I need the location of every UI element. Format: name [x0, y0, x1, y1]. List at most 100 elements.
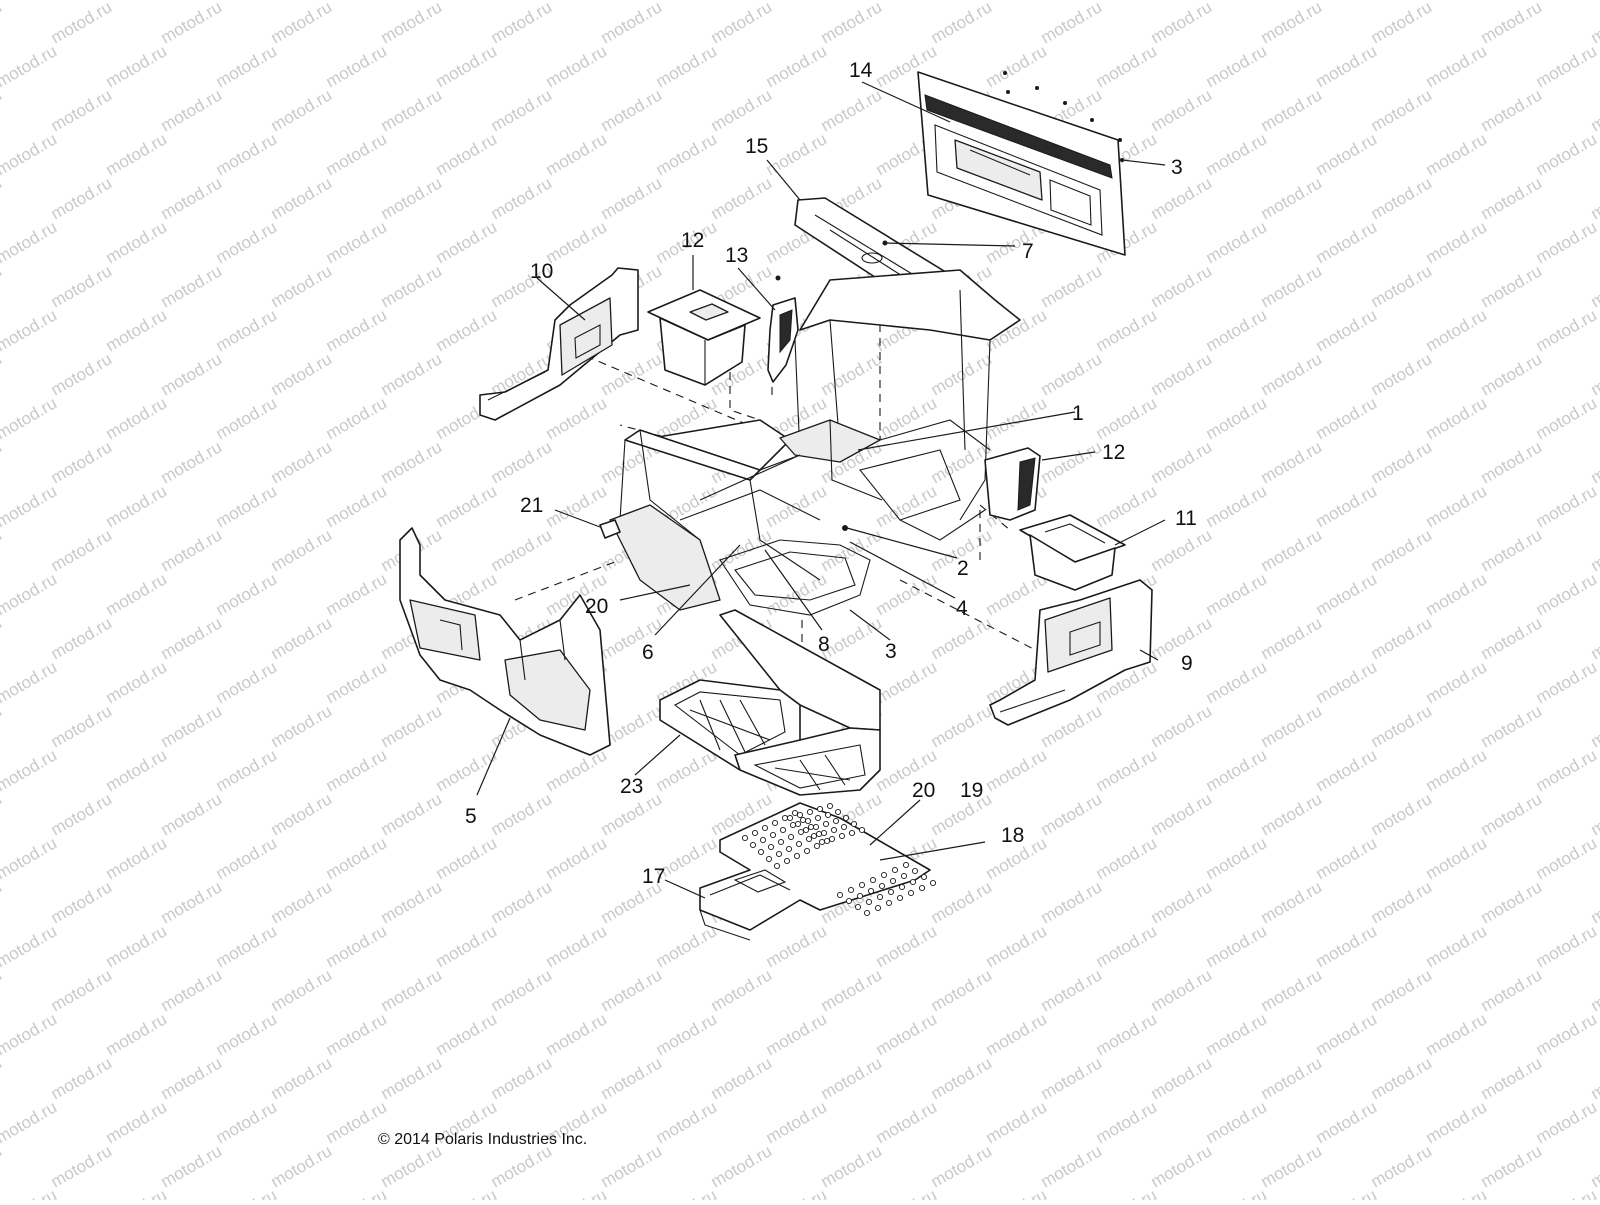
watermark-text: motod.ru	[653, 129, 721, 179]
skid-plate-hole	[888, 889, 893, 894]
skid-plate-hole	[835, 809, 840, 814]
watermark-text: motod.ru	[268, 525, 336, 575]
watermark-text: motod.ru	[1038, 877, 1106, 927]
watermark-text: motod.ru	[213, 745, 281, 795]
watermark-text: motod.ru	[488, 789, 556, 839]
watermark-text: motod.ru	[268, 0, 336, 47]
watermark-text: motod.ru	[1478, 525, 1546, 575]
watermark-text: motod.ru	[1478, 173, 1546, 223]
watermark-text: motod.ru	[1533, 217, 1600, 267]
watermark-text: motod.ru	[0, 41, 60, 91]
skid-plate-hole	[849, 830, 854, 835]
watermark-text: motod.ru	[1148, 261, 1216, 311]
skid-plate-hole	[892, 867, 897, 872]
watermark-text: motod.ru	[1203, 481, 1271, 531]
watermark-text: motod.ru	[48, 173, 116, 223]
watermark-text: motod.ru	[1423, 129, 1491, 179]
watermark-text: motod.ru	[0, 657, 60, 707]
callout-10: 10	[530, 260, 553, 283]
skid-plate-hole	[879, 883, 884, 888]
skid-plate-hole	[787, 815, 792, 820]
watermark-text: motod.ru	[598, 613, 666, 663]
watermark-text: motod.ru	[1038, 1141, 1106, 1191]
watermark-text: motod.ru	[103, 1185, 171, 1200]
watermark-text: motod.ru	[323, 217, 391, 267]
watermark-text: motod.ru	[1588, 965, 1600, 1015]
watermark-text: motod.ru	[1423, 481, 1491, 531]
watermark-text: motod.ru	[763, 41, 831, 91]
callout-20: 20	[912, 779, 935, 802]
callout-5: 5	[465, 805, 477, 828]
watermark-text: motod.ru	[1038, 0, 1106, 47]
watermark-text: motod.ru	[1588, 1141, 1600, 1191]
skid-plate-hole	[821, 830, 826, 835]
watermark-text: motod.ru	[1533, 305, 1600, 355]
skid-plate-hole	[910, 879, 915, 884]
watermark-text: motod.ru	[213, 1009, 281, 1059]
watermark-text: motod.ru	[1148, 0, 1216, 47]
watermark-text: motod.ru	[818, 1053, 886, 1103]
watermark-text: motod.ru	[1313, 1097, 1381, 1147]
watermark-text: motod.ru	[1423, 657, 1491, 707]
watermark-text: motod.ru	[928, 0, 996, 47]
watermark-text: motod.ru	[0, 481, 60, 531]
watermark-text: motod.ru	[653, 0, 721, 3]
skid-plate-hole	[829, 836, 834, 841]
watermark-text: motod.ru	[873, 1185, 941, 1200]
watermark-text: motod.ru	[0, 173, 5, 223]
skid-plate-hole	[817, 806, 822, 811]
watermark-text: motod.ru	[0, 569, 60, 619]
watermark-text: motod.ru	[488, 1053, 556, 1103]
watermark-text: motod.ru	[983, 41, 1051, 91]
watermark-text: motod.ru	[928, 349, 996, 399]
skid-plate-hole	[790, 822, 795, 827]
skid-plate-hole	[908, 890, 913, 895]
watermark-text: motod.ru	[0, 437, 5, 487]
skid-plate-hole	[770, 832, 775, 837]
watermark-text: motod.ru	[1203, 129, 1271, 179]
skid-plate-hole	[921, 874, 926, 879]
skid-plate-hole	[803, 827, 808, 832]
watermark-text: motod.ru	[268, 437, 336, 487]
watermark-text: motod.ru	[1093, 921, 1161, 971]
watermark-text: motod.ru	[818, 965, 886, 1015]
watermark-text: motod.ru	[268, 349, 336, 399]
watermark-text: motod.ru	[323, 305, 391, 355]
watermark-text: motod.ru	[1533, 129, 1600, 179]
watermark-text: motod.ru	[1313, 0, 1381, 3]
watermark-text: motod.ru	[1533, 921, 1600, 971]
watermark-text: motod.ru	[1588, 613, 1600, 663]
watermark-text: motod.ru	[1368, 877, 1436, 927]
watermark-text: motod.ru	[543, 921, 611, 971]
watermark-text: motod.ru	[1313, 1185, 1381, 1200]
watermark-text: motod.ru	[433, 833, 501, 883]
watermark-text: motod.ru	[1313, 305, 1381, 355]
watermark-text: motod.ru	[1423, 0, 1491, 3]
watermark-text: motod.ru	[1038, 965, 1106, 1015]
watermark-text: motod.ru	[653, 1185, 721, 1200]
watermark-text: motod.ru	[598, 1141, 666, 1191]
watermark-text: motod.ru	[818, 349, 886, 399]
watermark-text: motod.ru	[323, 657, 391, 707]
watermark-text: motod.ru	[213, 833, 281, 883]
watermark-text: motod.ru	[433, 481, 501, 531]
watermark-text: motod.ru	[1368, 525, 1436, 575]
watermark-text: motod.ru	[1093, 0, 1161, 3]
skid-plate-hole	[804, 848, 809, 853]
callout-2: 2	[957, 557, 969, 580]
watermark-text: motod.ru	[928, 877, 996, 927]
watermark-text: motod.ru	[818, 1141, 886, 1191]
watermark-text: motod.ru	[268, 1053, 336, 1103]
skid-plate-hole	[766, 856, 771, 861]
skid-plate-hole	[868, 888, 873, 893]
watermark-text: motod.ru	[1533, 657, 1600, 707]
callout-1: 1	[1072, 402, 1084, 425]
callout-4: 4	[956, 597, 968, 620]
skid-plate-hole	[760, 837, 765, 842]
callout-6: 6	[642, 641, 654, 664]
watermark-text: motod.ru	[1258, 261, 1326, 311]
watermark-text: motod.ru	[873, 1097, 941, 1147]
watermark-text: motod.ru	[488, 965, 556, 1015]
watermark-text: motod.ru	[0, 1185, 60, 1200]
watermark-text: motod.ru	[0, 965, 5, 1015]
